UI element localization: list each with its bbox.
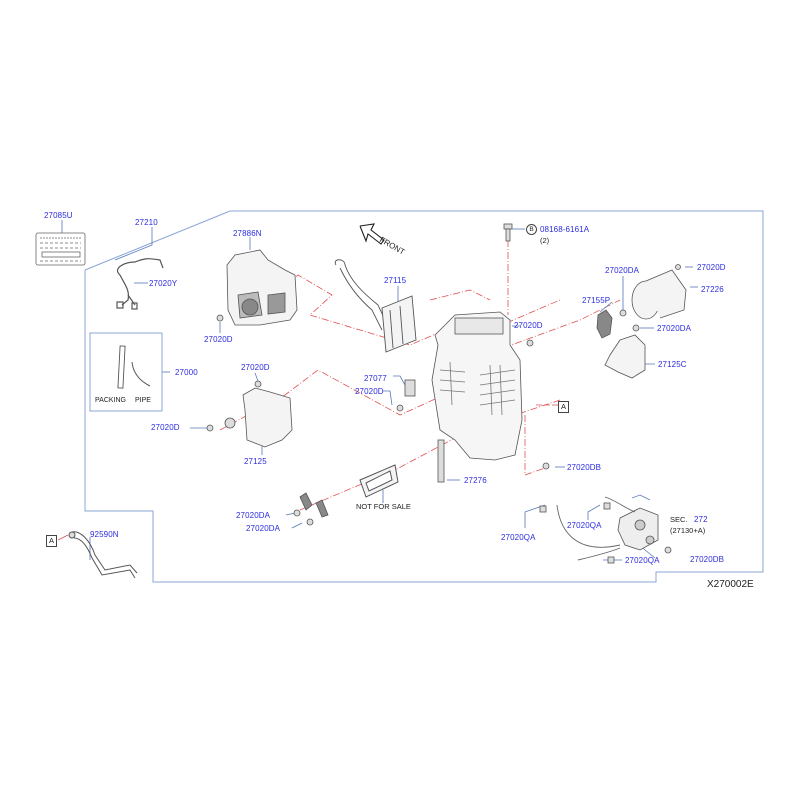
control-actuator-icon xyxy=(617,507,672,554)
link-icon xyxy=(293,492,329,526)
part-label-27226[interactable]: 27226 xyxy=(701,285,724,294)
motor-27155P-icon xyxy=(596,309,640,339)
ref-a-box: A xyxy=(46,535,57,547)
heater-core-icon xyxy=(334,259,417,353)
harness-icon xyxy=(116,258,164,310)
filter-icon xyxy=(359,464,399,498)
pipe-text: PIPE xyxy=(135,397,151,404)
hvac-unit-icon xyxy=(431,311,523,461)
part-label-27020D[interactable]: 27020D xyxy=(241,363,270,372)
figure-id: X270002E xyxy=(707,579,754,590)
screw-icon xyxy=(216,314,224,322)
part-label-27020DA[interactable]: 27020DA xyxy=(657,324,692,333)
bolt-icon xyxy=(503,223,513,242)
part-label-27020QA[interactable]: 27020QA xyxy=(625,556,660,565)
section-text: SEC. xyxy=(670,515,688,524)
part-label-27020D[interactable]: 27020D xyxy=(514,321,543,330)
part-label-27020Y[interactable]: 27020Y xyxy=(149,279,178,288)
bolt-ref-circle: B xyxy=(526,224,537,235)
not-for-sale-text: NOT FOR SALE xyxy=(356,502,411,511)
duct-icon xyxy=(206,380,293,448)
front-arrow-icon xyxy=(359,223,385,245)
section-link-272[interactable]: 272 xyxy=(694,515,708,524)
part-label-27085U[interactable]: 27085U xyxy=(44,211,73,220)
packing-pipe-box xyxy=(89,332,163,412)
part-label-27020D[interactable]: 27020D xyxy=(697,263,726,272)
part-label-27020DA[interactable]: 27020DA xyxy=(236,511,271,520)
part-label-27020D[interactable]: 27020D xyxy=(151,423,180,432)
part-label-27020D[interactable]: 27020D xyxy=(355,387,384,396)
part-label-27020DB[interactable]: 27020DB xyxy=(567,463,602,472)
part-label-27020DA[interactable]: 27020DA xyxy=(605,266,640,275)
part-label-27020QA[interactable]: 27020QA xyxy=(567,521,602,530)
part-label-08168-6161A[interactable]: 08168-6161A xyxy=(540,225,590,234)
assembly-border xyxy=(84,210,764,583)
packing-text: PACKING xyxy=(95,397,126,404)
part-label-27115[interactable]: 27115 xyxy=(384,276,407,285)
label-card-icon xyxy=(35,232,86,266)
part-label-92590N[interactable]: 92590N xyxy=(90,530,119,539)
part-label-27210[interactable]: 27210 xyxy=(135,218,158,227)
part-label-27020DA[interactable]: 27020DA xyxy=(246,524,281,533)
part-label-27125[interactable]: 27125 xyxy=(244,457,267,466)
section-ref: (27130+A) xyxy=(670,526,706,535)
part-label-27276[interactable]: 27276 xyxy=(464,476,487,485)
part-label-27000[interactable]: 27000 xyxy=(175,368,198,377)
part-label-27077[interactable]: 27077 xyxy=(364,374,387,383)
part-label-27125C[interactable]: 27125C xyxy=(658,360,687,369)
part-label-27886N[interactable]: 27886N xyxy=(233,229,262,238)
hose-icon xyxy=(68,531,138,579)
part-label-27155P[interactable]: 27155P xyxy=(582,296,611,305)
part-label-27020QA[interactable]: 27020QA xyxy=(501,533,536,542)
bolt-quantity: (2) xyxy=(540,236,550,245)
ref-a-box: A xyxy=(558,401,569,413)
part-label-27020D[interactable]: 27020D xyxy=(204,335,233,344)
blower-case-icon xyxy=(226,249,298,326)
actuator-27226-icon xyxy=(631,264,687,320)
duct-27125C-icon xyxy=(604,334,646,379)
part-label-27020DB[interactable]: 27020DB xyxy=(690,555,725,564)
